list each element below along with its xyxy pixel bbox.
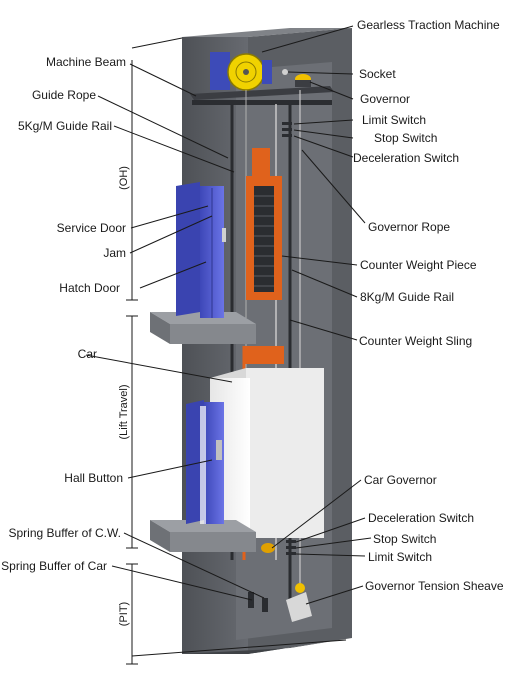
socket-part [282,69,288,75]
label-spring-buffer-cw: Spring Buffer of C.W. [9,526,122,540]
upper-hatch-door [176,182,226,318]
label-counter-weight-sling: Counter Weight Sling [359,334,472,348]
label-jam: Jam [103,246,126,260]
leader-lines [85,25,372,605]
left-labels: Machine Beam Guide Rope 5Kg/M Guide Rail… [1,55,126,573]
label-service-door: Service Door [57,221,126,235]
label-car-governor: Car Governor [364,473,437,487]
lift-travel-dim-label: (Lift Travel) [118,384,130,439]
pit-equipment [248,122,312,622]
label-hall-button: Hall Button [64,471,123,485]
label-gearless-traction-machine: Gearless Traction Machine [357,18,500,32]
label-socket: Socket [359,67,396,81]
label-stop-switch-bottom: Stop Switch [373,532,436,546]
label-governor-rope: Governor Rope [368,220,450,234]
governor-unit [295,74,311,87]
label-limit-switch-top: Limit Switch [362,113,426,127]
lower-hall-door [186,400,224,524]
machine-beam [190,86,334,105]
label-guide-rope: Guide Rope [32,88,96,102]
label-deceleration-switch-top: Deceleration Switch [353,151,459,165]
label-stop-switch-top: Stop Switch [374,131,437,145]
lower-landing [150,520,256,552]
label-governor: Governor [360,92,410,106]
label-8kg-guide-rail: 8Kg/M Guide Rail [360,290,454,304]
label-hatch-door: Hatch Door [59,281,120,295]
pit-dim-label: (PIT) [118,602,130,626]
label-limit-switch-bottom: Limit Switch [368,550,432,564]
label-machine-beam: Machine Beam [46,55,126,69]
label-governor-tension-sheave: Governor Tension Sheave [365,579,504,593]
overhead-dim-label: (OH) [118,166,130,190]
label-spring-buffer-car: Spring Buffer of Car [1,559,107,573]
dimension-lines [126,37,347,665]
dimension-labels: (OH) (Lift Travel) (PIT) [118,166,130,626]
label-counter-weight-piece: Counter Weight Piece [360,258,477,272]
label-car: Car [78,347,97,361]
label-deceleration-switch-bottom: Deceleration Switch [368,511,474,525]
label-5kg-guide-rail: 5Kg/M Guide Rail [18,119,112,133]
right-labels: Gearless Traction Machine Socket Governo… [353,18,504,593]
shaft-bottom-face [182,638,352,654]
car-body [210,368,324,542]
shaft-top-face [182,28,352,37]
counter-weight [246,148,282,300]
traction-machine [210,52,272,91]
